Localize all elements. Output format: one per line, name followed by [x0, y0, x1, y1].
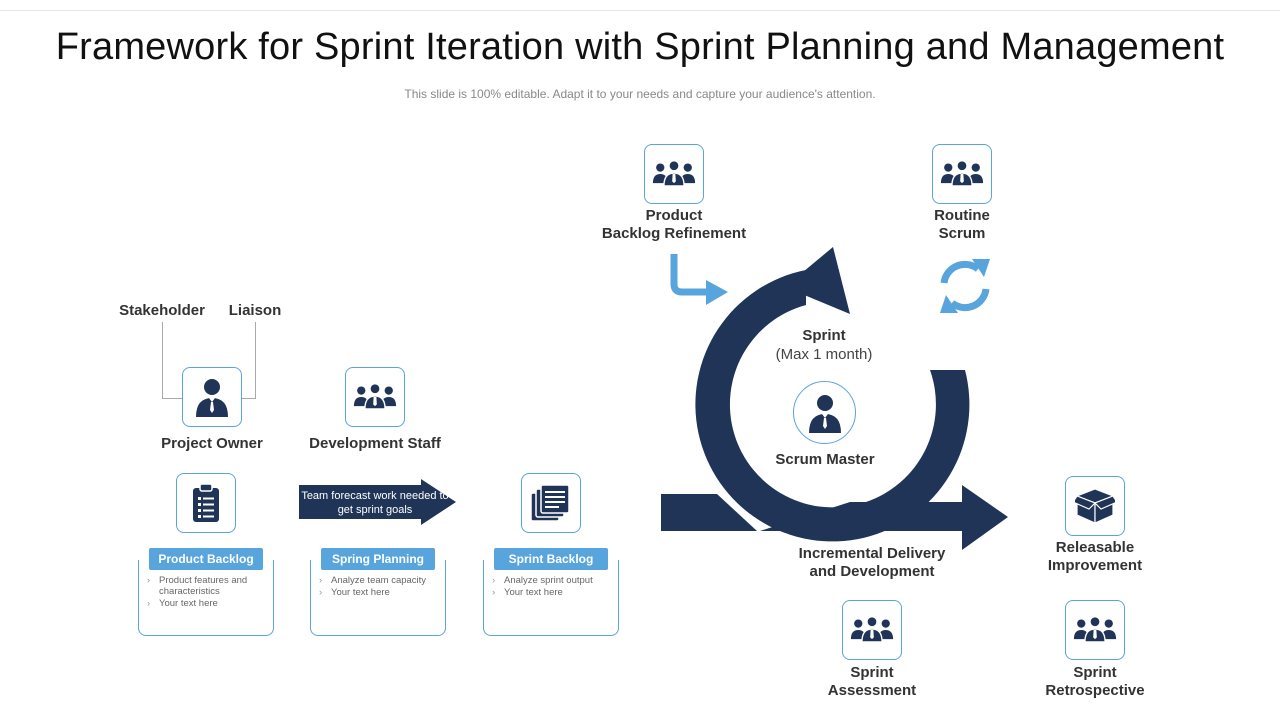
- releasable-improvement-box: [1065, 476, 1125, 536]
- box-icon: [1075, 488, 1115, 524]
- refresh-icon: [940, 259, 990, 313]
- product-backlog-box: [176, 473, 236, 533]
- card-product-backlog: Product Backlog Product features and cha…: [138, 548, 274, 636]
- incremental-delivery-label: Incremental Delivery and Development: [798, 545, 946, 580]
- project-owner-box: [182, 367, 242, 427]
- scrum-master-label: Scrum Master: [775, 451, 875, 468]
- card-bullet: Your text here: [147, 598, 269, 609]
- card-header: Product Backlog: [149, 548, 263, 570]
- card-header: Spring Planning: [321, 548, 435, 570]
- card-bullet: Analyze team capacity: [319, 575, 441, 586]
- sprint-duration-label: (Max 1 month): [775, 346, 873, 363]
- releasable-improvement-label: Releasable Improvement: [1047, 539, 1143, 574]
- card-header: Sprint Backlog: [494, 548, 608, 570]
- cycle-arrowhead: [785, 247, 850, 314]
- sprint-assessment-box: [842, 600, 902, 660]
- card-bullet: Analyze sprint output: [492, 575, 614, 586]
- sprint-assessment-label: Sprint Assessment: [827, 664, 917, 699]
- stakeholder-connector-h: [162, 398, 182, 399]
- backlog-refinement-box: [644, 144, 704, 204]
- team-icon: [940, 160, 984, 188]
- forecast-arrow: [299, 479, 456, 525]
- liaison-label: Liaison: [228, 302, 282, 319]
- team-icon: [850, 616, 894, 644]
- liaison-connector: [255, 322, 256, 398]
- team-icon: [1073, 616, 1117, 644]
- card-sprint-backlog: Sprint Backlog Analyze sprint output You…: [483, 548, 619, 636]
- clipboard-icon: [193, 483, 219, 522]
- backlog-refinement-label: Product Backlog Refinement: [601, 207, 747, 242]
- top-divider: [0, 10, 1280, 11]
- documents-icon: [530, 484, 570, 522]
- card-bullet: Your text here: [492, 587, 614, 598]
- person-icon: [194, 377, 230, 417]
- sprint-cycle-graphic: [661, 247, 1008, 550]
- forecast-arrow-text: Team forecast work needed to get sprint …: [301, 490, 449, 516]
- routine-scrum-box: [932, 144, 992, 204]
- sprint-retrospective-label: Sprint Retrospective: [1045, 664, 1145, 699]
- stakeholder-connector: [162, 322, 163, 398]
- scrum-master-circle: [793, 381, 856, 444]
- sprint-label: Sprint: [802, 327, 846, 344]
- project-owner-label: Project Owner: [161, 435, 263, 452]
- liaison-connector-h: [242, 398, 256, 399]
- card-spring-planning: Spring Planning Analyze team capacity Yo…: [310, 548, 446, 636]
- person-icon: [807, 393, 843, 433]
- team-icon: [652, 160, 696, 188]
- development-staff-box: [345, 367, 405, 427]
- team-icon: [353, 383, 397, 411]
- slide-title: Framework for Sprint Iteration with Spri…: [55, 26, 1225, 68]
- development-staff-label: Development Staff: [309, 435, 441, 452]
- cycle-entry-bar: [661, 494, 757, 531]
- slide-subtitle: This slide is 100% editable. Adapt it to…: [404, 87, 876, 101]
- sprint-backlog-box: [521, 473, 581, 533]
- stakeholder-label: Stakeholder: [119, 302, 205, 319]
- refinement-arrow-icon: [670, 254, 728, 305]
- routine-scrum-label: Routine Scrum: [934, 207, 990, 242]
- cycle-exit-arrow: [760, 485, 1008, 550]
- card-bullet: Your text here: [319, 587, 441, 598]
- card-bullet: Product features and characteristics: [147, 575, 269, 597]
- sprint-retrospective-box: [1065, 600, 1125, 660]
